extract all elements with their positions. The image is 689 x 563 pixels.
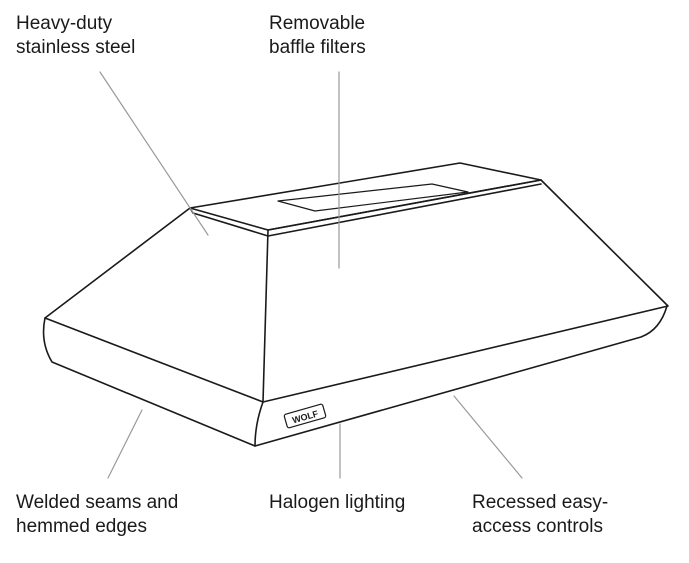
label-line: Halogen lighting bbox=[269, 492, 406, 513]
hood-left-panel bbox=[44, 207, 269, 403]
label-line: access controls bbox=[472, 516, 603, 537]
label-line: Heavy-duty bbox=[16, 13, 113, 34]
label-line: hemmed edges bbox=[16, 516, 147, 537]
label-welded-seams-hemmed-edges: Welded seams and hemmed edges bbox=[16, 491, 178, 539]
label-line: stainless steel bbox=[16, 37, 136, 58]
label-line: Welded seams and bbox=[16, 492, 179, 513]
wolf-logo-badge: WOLF bbox=[283, 403, 327, 429]
hood-band-corner bbox=[254, 401, 264, 447]
label-halogen-lighting: Halogen lighting bbox=[269, 491, 405, 515]
label-line: Recessed easy- bbox=[472, 492, 609, 513]
label-line: baffle filters bbox=[269, 37, 366, 58]
leader-line-controls bbox=[453, 395, 523, 479]
hood-front-panel bbox=[262, 179, 669, 403]
leader-line-steel bbox=[99, 71, 209, 236]
label-heavy-duty-stainless-steel: Heavy-duty stainless steel bbox=[16, 12, 135, 60]
hood-top-cap bbox=[189, 162, 542, 231]
label-recessed-easy-access-controls: Recessed easy- access controls bbox=[472, 491, 608, 539]
label-line: Removable bbox=[269, 13, 366, 34]
label-removable-baffle-filters: Removable baffle filters bbox=[269, 12, 366, 60]
filter-opening bbox=[277, 183, 469, 212]
hood-lower-band bbox=[42, 305, 668, 447]
leader-line-seams bbox=[107, 409, 143, 479]
